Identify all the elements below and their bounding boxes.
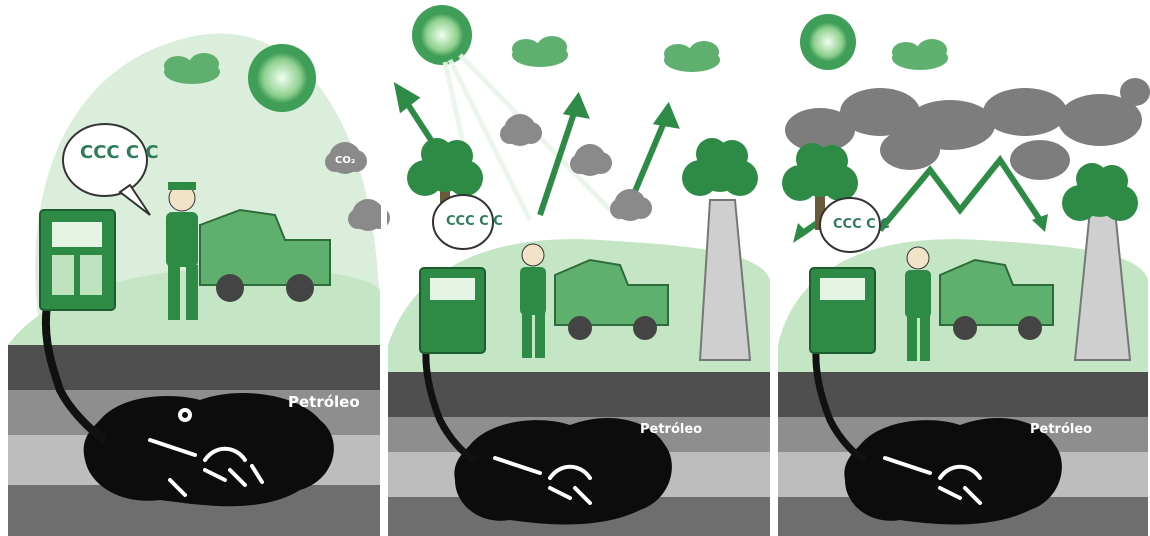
petroleo-label-1: Petróleo [288, 393, 360, 411]
co2-cloud-icon [570, 144, 612, 176]
panel-divider [771, 0, 777, 536]
gas-pump-icon [420, 268, 485, 353]
cloud-icon [164, 53, 220, 84]
cloud-icon [512, 36, 568, 67]
sun-icon [248, 44, 316, 112]
bubble-label: CCC C C [446, 214, 503, 229]
petroleo-label-2: Petróleo [640, 422, 702, 437]
soil-layer-top [388, 372, 770, 417]
co2-cloud-icon [610, 189, 652, 221]
co2-label: CO₂ [335, 155, 355, 166]
soil-layer-top [778, 372, 1148, 417]
panel-1: CO₂ CCC C C Petróleo [8, 34, 390, 536]
cloud-icon [664, 41, 720, 72]
gas-pump-icon [40, 210, 115, 310]
sun-icon [800, 14, 856, 70]
cloud-icon [892, 39, 948, 70]
bubble-label: CCC C C [833, 217, 890, 232]
bubble-label: CCC C C [80, 142, 159, 163]
panel-3: CCC C C Petróleo [778, 14, 1150, 536]
soil-layer-top [8, 345, 380, 390]
speech-bubble-icon: CCC C C [820, 198, 890, 252]
panel-2: CCC C C Petróleo [388, 5, 770, 536]
panel-divider [381, 0, 387, 536]
co2-cloud-icon [500, 114, 542, 146]
petroleo-label-3: Petróleo [1030, 422, 1092, 437]
speech-bubble-icon: CCC C C [433, 195, 503, 249]
gas-pump-icon [810, 268, 875, 353]
